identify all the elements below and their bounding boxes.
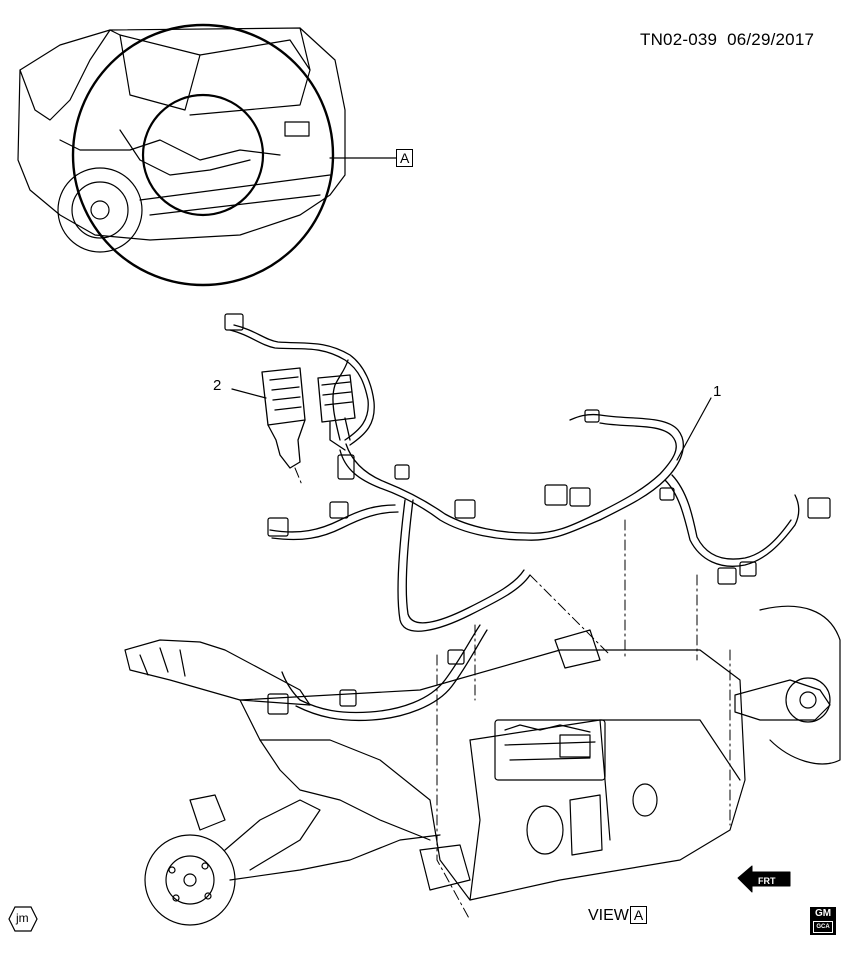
harness-connectors: [224, 313, 831, 715]
callout-1: 1: [713, 383, 721, 400]
callout-A: A: [396, 149, 414, 168]
detail-circle: [71, 23, 335, 287]
gm-logo-text: GM: [814, 908, 832, 919]
jm-mark: jm: [8, 906, 38, 937]
view-label-ref: A: [629, 906, 648, 924]
vehicle-overview: [17, 27, 346, 253]
gm-logo: GM GCA: [810, 907, 836, 935]
document-date: 06/29/2017: [727, 30, 815, 49]
callout-2-leader: [231, 388, 267, 399]
gm-logo-sub: GCA: [813, 921, 833, 933]
callout-1-leader: [676, 397, 712, 461]
document-number: TN02-039: [640, 30, 718, 49]
jm-hexagon-icon: [8, 906, 38, 932]
module-2: [261, 367, 356, 469]
jm-mark-text: jm: [16, 911, 29, 925]
document-id: TN02-039 06/29/2017: [640, 30, 814, 50]
front-arrow-label: FRT: [758, 876, 776, 886]
callout-2: 2: [213, 377, 221, 394]
view-label-prefix: VIEW: [588, 907, 629, 924]
callout-A-box: A: [396, 149, 414, 167]
harness-main: [229, 324, 800, 722]
front-arrow-icon: [737, 865, 791, 893]
cradle-subframe: [124, 605, 841, 926]
projection-lines: [294, 467, 698, 701]
